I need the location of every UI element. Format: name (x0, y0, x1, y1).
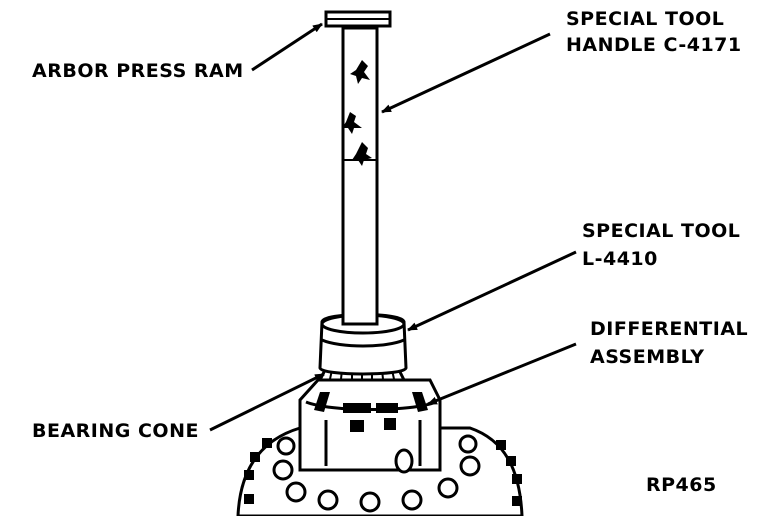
special-tool-handle (341, 26, 379, 326)
differential-case (298, 378, 442, 474)
arrow-bearing-cone (209, 372, 325, 432)
arrow-special-tool (407, 250, 577, 332)
label-differential-line1: DIFFERENTIAL (590, 318, 749, 340)
label-differential-line2: ASSEMBLY (590, 346, 705, 368)
label-bearing-cone: BEARING CONE (32, 420, 199, 442)
arbor-press-ram (324, 10, 392, 28)
label-arbor-press-ram: ARBOR PRESS RAM (32, 60, 244, 82)
label-handle-line1: SPECIAL TOOL (566, 8, 725, 30)
arrow-differential (427, 342, 577, 406)
figure-id: RP465 (646, 474, 717, 496)
arrow-arbor-press-ram (251, 22, 323, 72)
label-handle-line2: HANDLE C-4171 (566, 34, 742, 56)
label-tool-line2: L-4410 (582, 248, 658, 270)
label-tool-line1: SPECIAL TOOL (582, 220, 741, 242)
arrow-handle (381, 32, 551, 114)
